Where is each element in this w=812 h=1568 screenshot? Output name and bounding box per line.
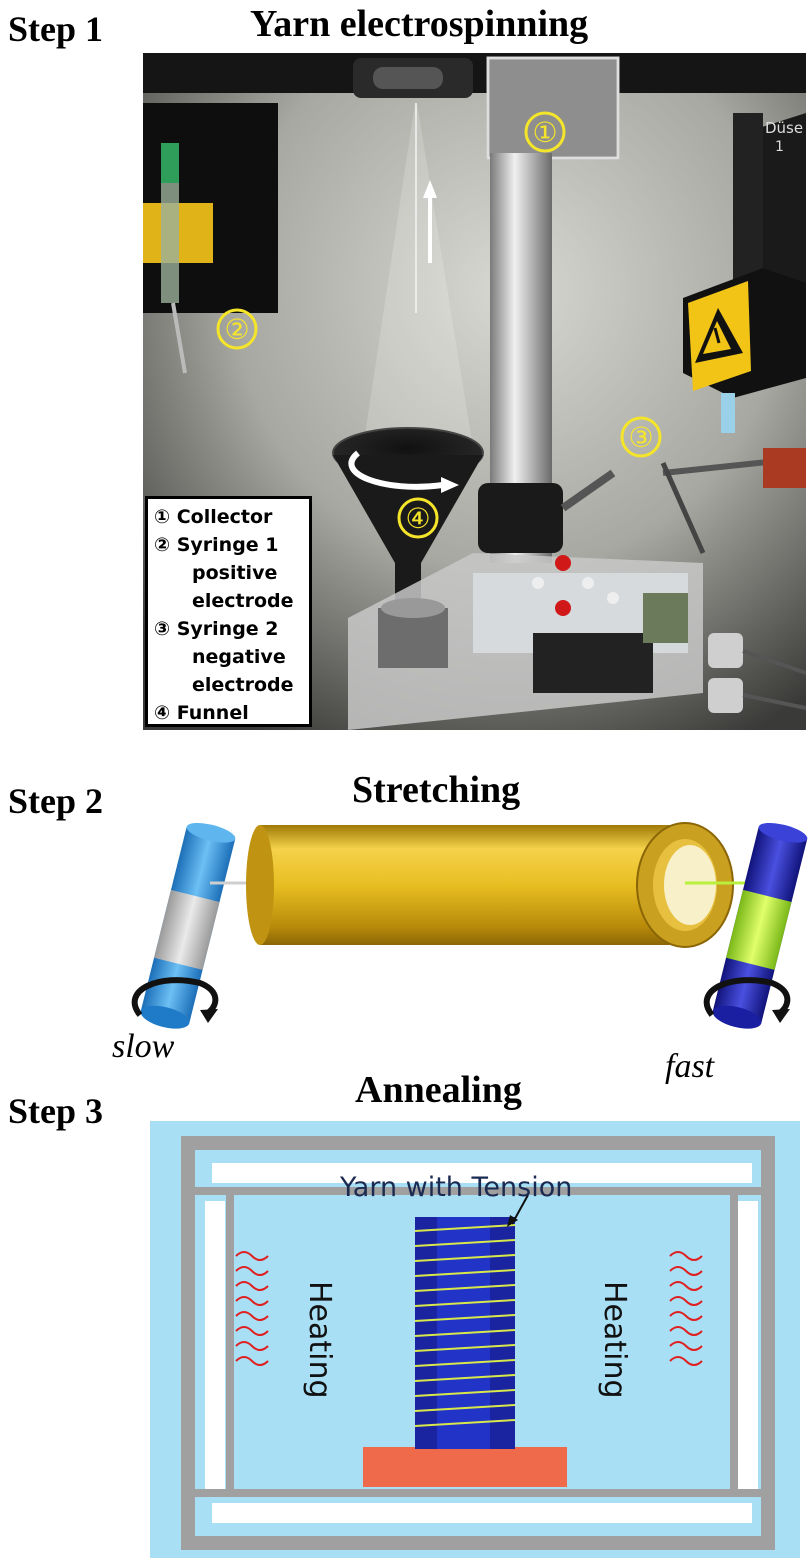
legend-text-1: Collector xyxy=(176,506,273,528)
marker-4: ④ xyxy=(405,502,430,535)
step-1-title: Yarn electrospinning xyxy=(250,3,589,45)
marker-3: ③ xyxy=(628,421,653,454)
legend-num-4: ④ xyxy=(154,702,171,724)
legend-text-3: Syringe 2 xyxy=(176,618,279,640)
heated-tube xyxy=(246,822,734,948)
legend-num-1: ① xyxy=(154,506,171,528)
step-3-title: Annealing xyxy=(355,1069,522,1111)
legend-item-funnel: ④ Funnel xyxy=(154,699,303,727)
fast-label: fast xyxy=(665,1048,715,1085)
step-3-label: Step 3 xyxy=(8,1091,104,1131)
annealing-chamber: Yarn with Tension Heating Heating xyxy=(150,1121,800,1558)
legend-text-2-cont-b: electrode xyxy=(192,590,294,612)
device-label-number: 1 xyxy=(775,139,784,155)
yarn-with-tension-label: Yarn with Tension xyxy=(339,1172,572,1203)
legend-text-3-cont-a: negative xyxy=(192,646,286,668)
device-label-duse: Düse xyxy=(765,119,803,137)
marker-1: ① xyxy=(532,116,557,149)
legend-item-collector: ① Collector xyxy=(154,503,303,531)
slow-rotation-arrow xyxy=(131,977,219,1017)
wound-yarn-cylinder xyxy=(414,1217,516,1449)
legend-item-syringe-2: ③ Syringe 2 xyxy=(154,615,303,643)
legend-item-syringe-1: ② Syringe 1 xyxy=(154,531,303,559)
heat-waves-right-icon xyxy=(669,1251,703,1366)
slow-roller xyxy=(140,822,236,1029)
fast-rotation-arrow xyxy=(703,977,791,1017)
legend-num-3: ③ xyxy=(154,618,171,640)
heating-label-right: Heating xyxy=(597,1281,632,1399)
step-2-title: Stretching xyxy=(352,769,521,811)
heat-waves-left-icon xyxy=(235,1251,269,1366)
heating-label-left: Heating xyxy=(302,1281,337,1399)
legend-num-2: ② xyxy=(154,534,171,556)
legend-text-2-cont-a: positive xyxy=(192,562,278,584)
step-1-label: Step 1 xyxy=(8,9,104,49)
marker-2: ② xyxy=(224,313,249,346)
legend-text-2: Syringe 1 xyxy=(176,534,279,556)
slow-label: slow xyxy=(112,1028,175,1065)
stretching-diagram xyxy=(131,822,808,1029)
step-2-label: Step 2 xyxy=(8,781,104,821)
legend-text-4: Funnel xyxy=(176,702,249,724)
fast-roller xyxy=(712,822,808,1029)
legend-box: ① Collector ② Syringe 1 positive electro… xyxy=(145,496,312,727)
legend-text-3-cont-b: electrode xyxy=(192,674,294,696)
